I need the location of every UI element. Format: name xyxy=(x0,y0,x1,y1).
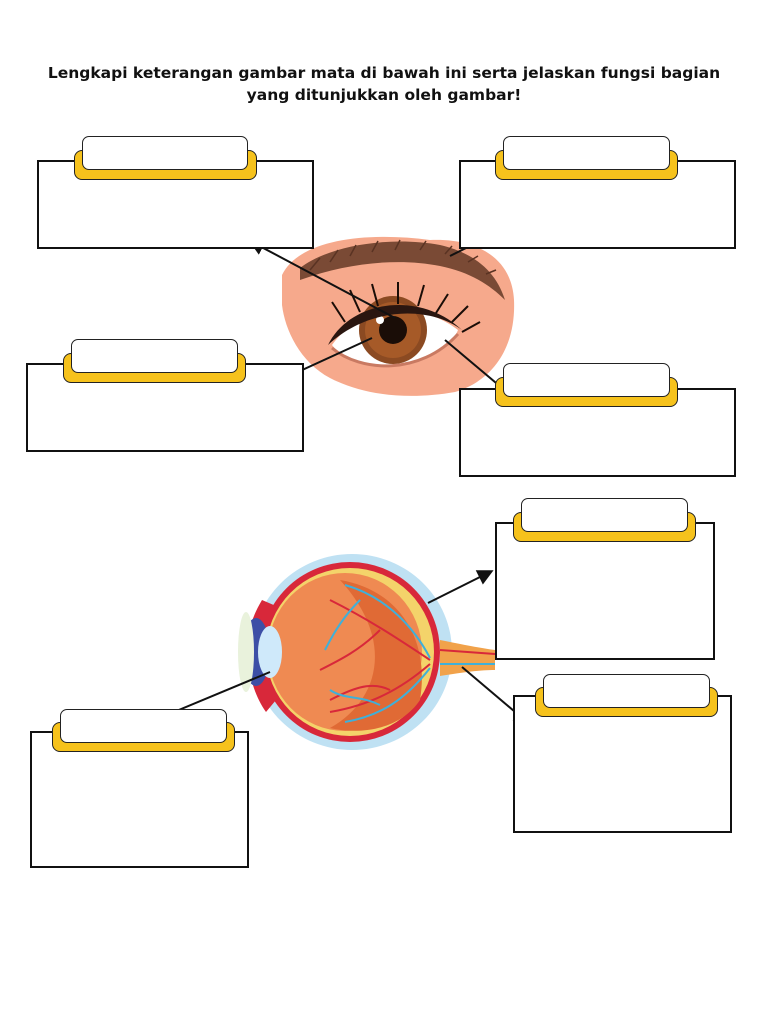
answer-box-left-lower[interactable] xyxy=(30,731,249,868)
worksheet-instruction: Lengkapi keterangan gambar mata di bawah… xyxy=(47,64,721,104)
label-field-mid-left[interactable] xyxy=(71,339,238,373)
label-field-top-right[interactable] xyxy=(503,136,670,170)
answer-box-right-lower[interactable] xyxy=(513,695,732,833)
arrow-to-right-box-retina xyxy=(427,570,494,604)
label-field-mid-right[interactable] xyxy=(503,363,670,397)
label-field-left-lower[interactable] xyxy=(60,709,227,743)
label-field-top-left[interactable] xyxy=(82,136,248,170)
arrow-to-top-left-box xyxy=(248,240,396,319)
label-field-right-lower[interactable] xyxy=(543,674,710,708)
label-field-right-upper[interactable] xyxy=(521,498,688,532)
answer-box-right-upper[interactable] xyxy=(495,522,715,660)
